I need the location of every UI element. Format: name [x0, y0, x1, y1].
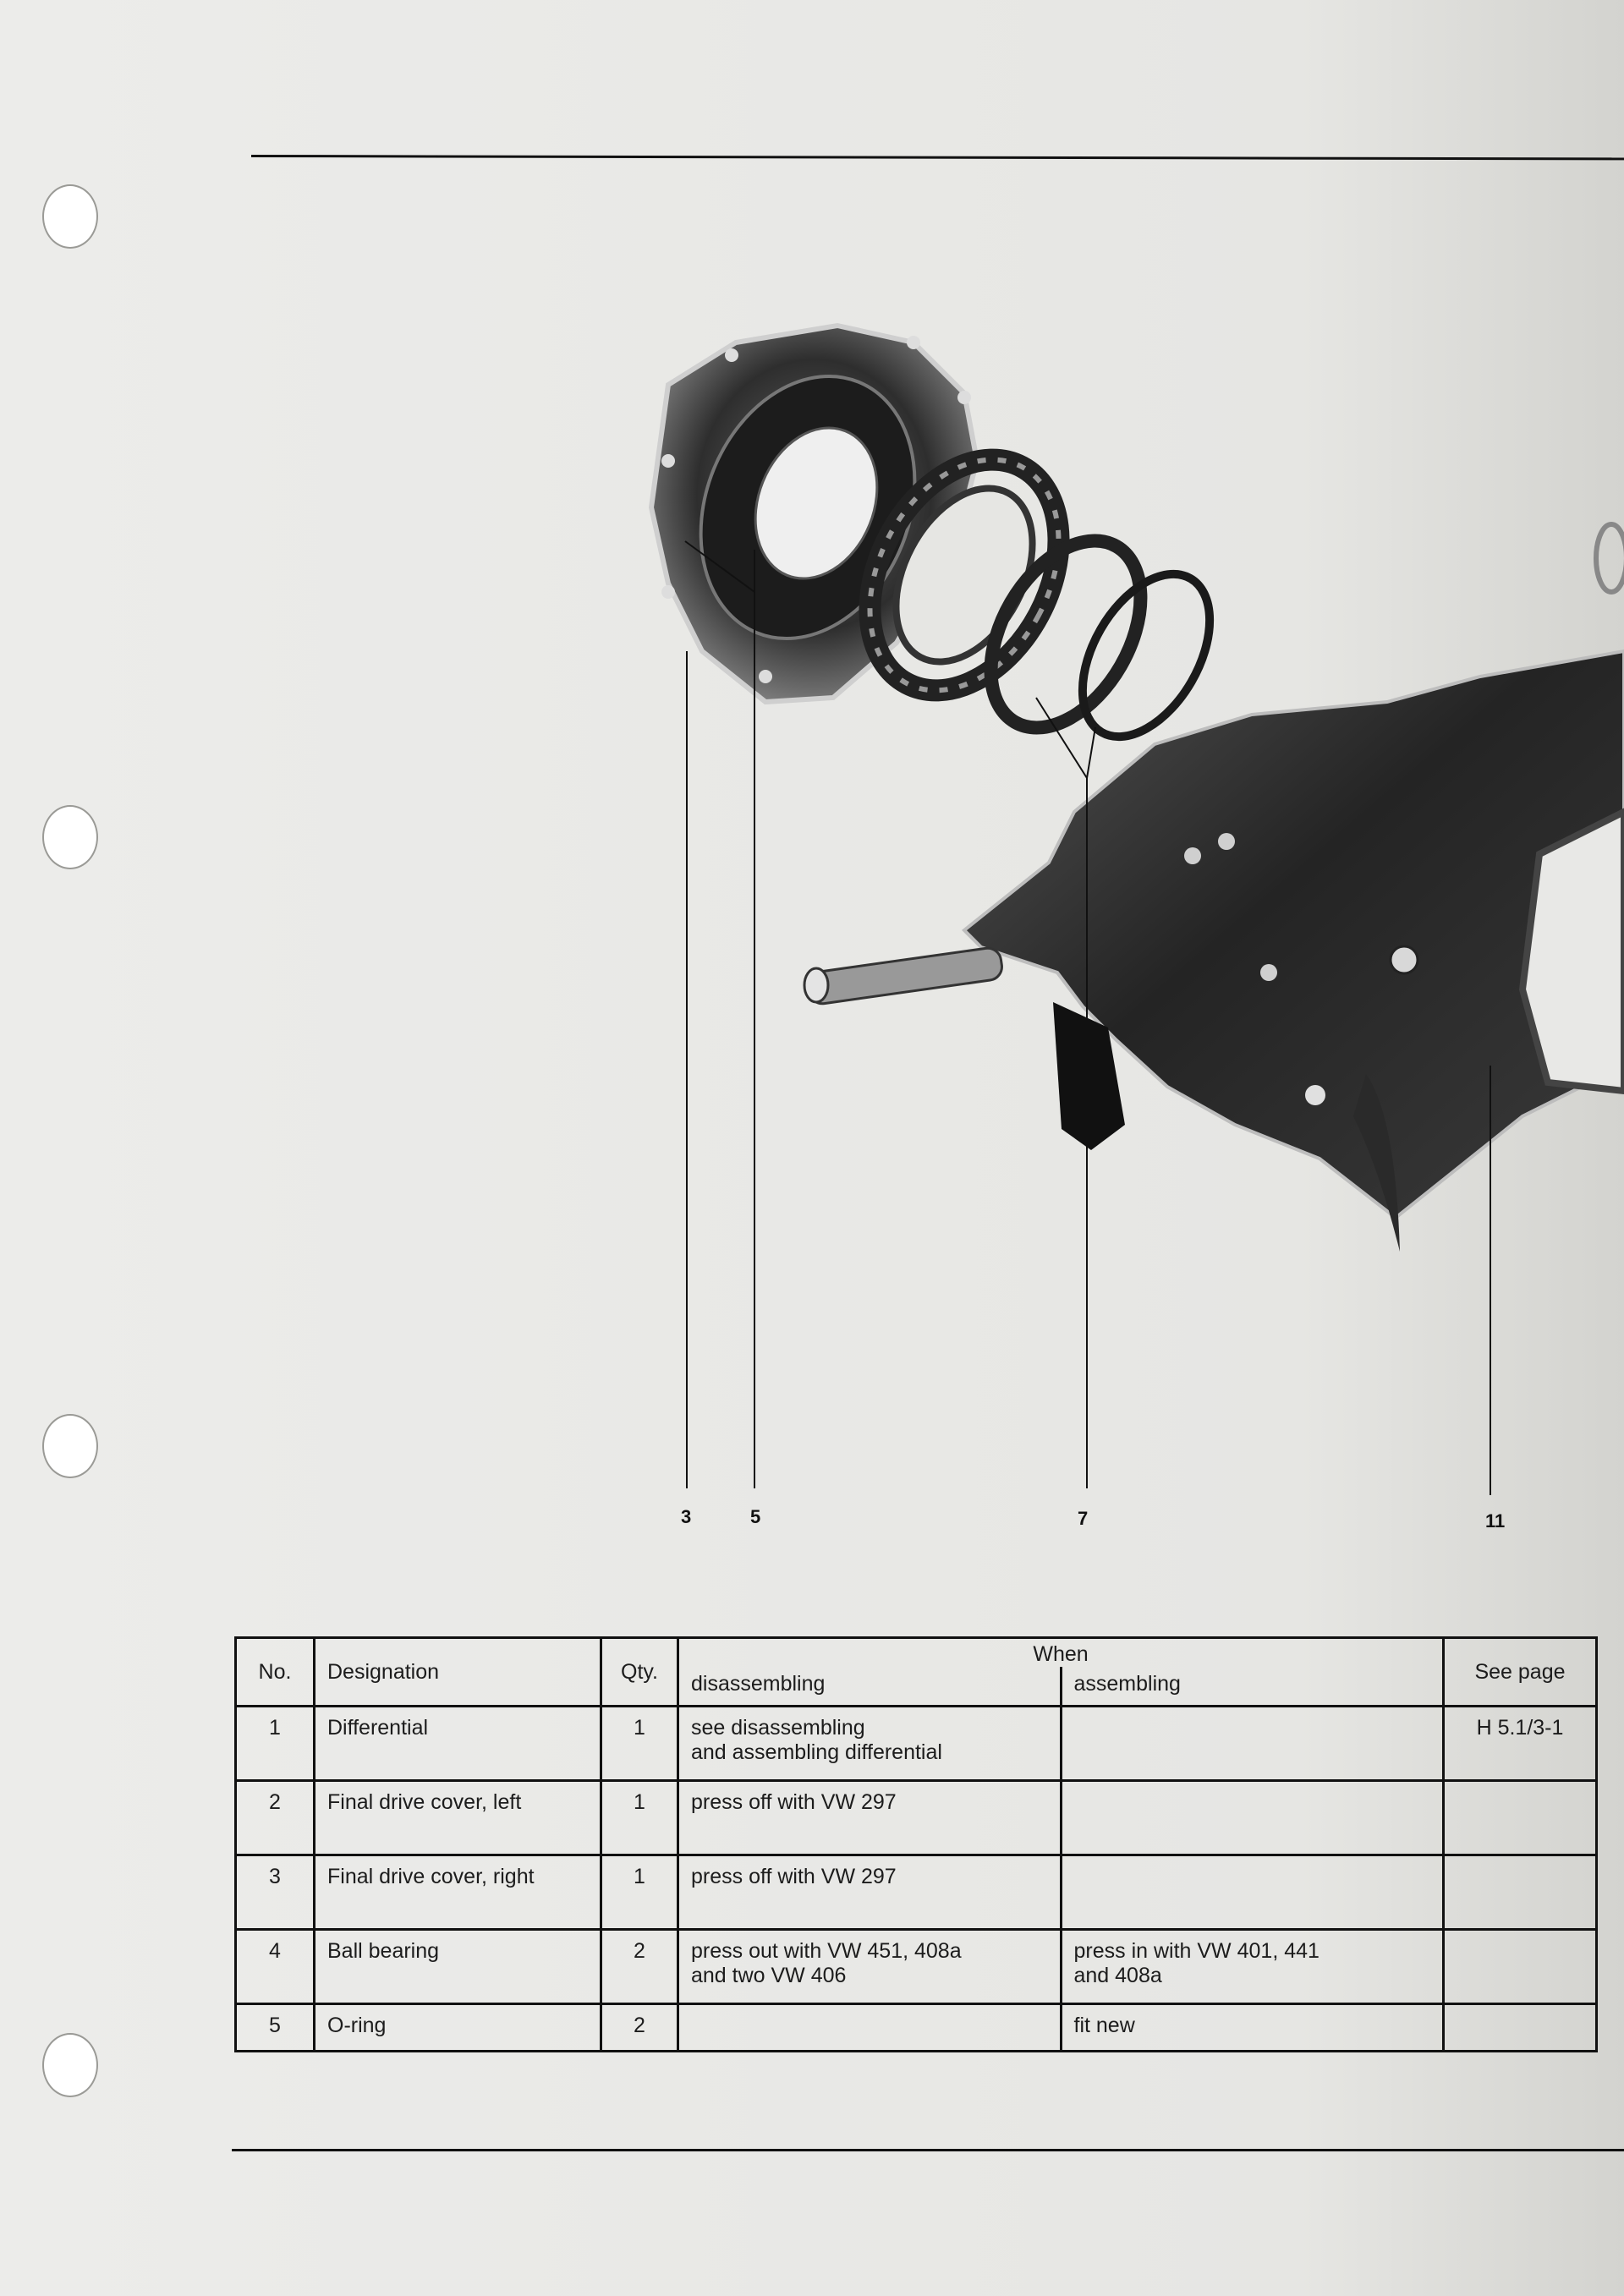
cell-designation: Ball bearing: [313, 1928, 602, 2005]
callout-3: 3: [681, 1506, 692, 1527]
cell-see-page: [1442, 1854, 1598, 1931]
cell-qty: 1: [600, 1854, 679, 1931]
parts-table: No. Designation Qty. When See page disas…: [234, 1636, 1598, 2052]
binder-hole-3: [42, 1414, 98, 1478]
callout-5: 5: [750, 1506, 761, 1527]
cell-qty: 1: [600, 1779, 679, 1856]
callout-11: 11: [1485, 1510, 1506, 1532]
bottom-rule: [232, 2149, 1624, 2151]
table-row: 4 Ball bearing 2 press out with VW 451, …: [234, 1928, 1598, 2005]
cell-see-page: [1442, 1779, 1598, 1856]
cell-designation: Differential: [313, 1705, 602, 1782]
binder-hole-1: [42, 184, 98, 249]
cell-disassembling: see disassembling and assembling differe…: [677, 1705, 1062, 1782]
cell-no: 2: [234, 1779, 315, 1856]
table-row: 5 O-ring 2 fit new: [234, 2003, 1598, 2052]
ball-bearing-shape: [859, 448, 1070, 702]
transmission-exploded-figure: [648, 322, 1624, 1495]
cell-assembling: [1059, 1854, 1445, 1931]
header-when: When: [677, 1636, 1445, 1667]
cell-see-page: [1442, 1928, 1598, 2005]
cell-assembling: press in with VW 401, 441 and 408a: [1059, 1928, 1445, 2005]
header-disassembling: disassembling: [677, 1667, 1062, 1707]
header-qty: Qty.: [600, 1636, 679, 1707]
cell-disassembling: [677, 2003, 1062, 2052]
cell-disassembling: press off with VW 297: [677, 1779, 1062, 1856]
cell-assembling: fit new: [1059, 2003, 1445, 2052]
binder-hole-4: [42, 2033, 98, 2097]
callout-7: 7: [1078, 1508, 1089, 1529]
o-ring-1-shape: [984, 534, 1148, 735]
header-assembling: assembling: [1059, 1667, 1445, 1707]
cell-designation: O-ring: [313, 2003, 602, 2052]
cell-qty: 1: [600, 1705, 679, 1782]
cell-disassembling: press off with VW 297: [677, 1854, 1062, 1931]
table-row: 3 Final drive cover, right 1 press off w…: [234, 1854, 1598, 1931]
cell-disassembling: press out with VW 451, 408a and two VW 4…: [677, 1928, 1062, 2005]
table-row: 2 Final drive cover, left 1 press off wi…: [234, 1779, 1598, 1856]
cell-designation: Final drive cover, right: [313, 1854, 602, 1931]
table-row: 1 Differential 1 see disassembling and a…: [234, 1705, 1598, 1782]
binder-hole-2: [42, 805, 98, 869]
cell-no: 5: [234, 2003, 315, 2052]
cell-no: 1: [234, 1705, 315, 1782]
header-see-page: See page: [1442, 1636, 1598, 1707]
cell-see-page: [1442, 2003, 1598, 2052]
cell-qty: 2: [600, 2003, 679, 2052]
transmission-housing-shape: [803, 522, 1624, 1252]
cell-designation: Final drive cover, left: [313, 1779, 602, 1856]
cell-see-page: H 5.1/3-1: [1442, 1705, 1598, 1782]
header-no: No.: [234, 1636, 315, 1707]
cell-qty: 2: [600, 1928, 679, 2005]
cell-assembling: [1059, 1705, 1445, 1782]
cell-assembling: [1059, 1779, 1445, 1856]
cell-no: 4: [234, 1928, 315, 2005]
cell-no: 3: [234, 1854, 315, 1931]
o-ring-2-shape: [1078, 569, 1215, 742]
header-designation: Designation: [313, 1636, 602, 1707]
